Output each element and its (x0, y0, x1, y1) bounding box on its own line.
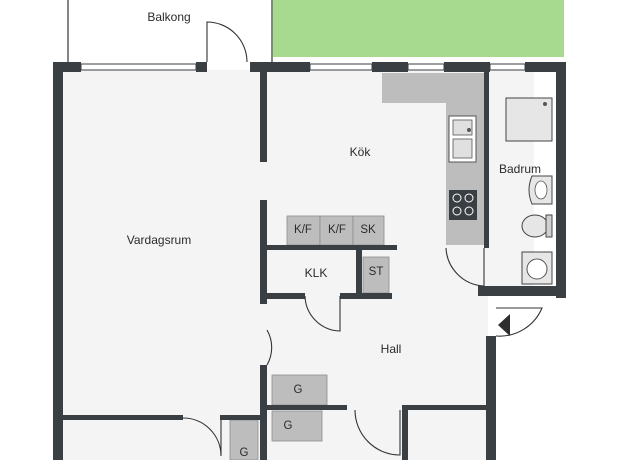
toilet-tank (545, 214, 553, 238)
room-label-vardagsrum: Vardagsrum (126, 233, 192, 247)
toilet-icon (521, 214, 549, 238)
storage-label-kf: K/F (294, 224, 312, 236)
storage-label-kf: K/F (328, 224, 346, 236)
burner-icon (464, 206, 474, 216)
garden-area (273, 0, 564, 57)
storage-label-g: G (293, 384, 303, 396)
storage-box (271, 410, 323, 442)
storage-label-g: G (239, 447, 249, 459)
washbasin-bowl (534, 180, 548, 200)
windows (80, 63, 526, 71)
stove (449, 190, 477, 220)
storage-box (286, 215, 321, 246)
walls (53, 62, 566, 460)
burner-icon (464, 193, 474, 203)
storage-label-sk: SK (360, 224, 376, 236)
storage-label-g: G (283, 420, 293, 432)
tap-icon (467, 128, 471, 132)
balcony-outline (67, 0, 273, 62)
washing-machine-drum-icon (526, 258, 548, 280)
storage-label-st: ST (368, 266, 384, 278)
sink-bowl-2 (452, 138, 473, 159)
sink-bowl-1 (452, 119, 473, 136)
entrance-arrow-icon (498, 314, 510, 336)
storage-box (229, 419, 259, 460)
shower-drain-icon (543, 102, 547, 106)
burner-icon (452, 206, 462, 216)
room-label-hall: Hall (380, 342, 402, 356)
burner-icon (452, 193, 462, 203)
room-label-kok: Kök (349, 145, 371, 159)
room-label-klk: KLK (304, 266, 328, 280)
room-label-balkong: Balkong (147, 10, 191, 24)
storage-box (319, 215, 354, 246)
door-swings (182, 21, 543, 457)
room-label-badrum: Badrum (498, 162, 542, 176)
storage-box (352, 215, 385, 246)
storage-box (271, 374, 328, 406)
